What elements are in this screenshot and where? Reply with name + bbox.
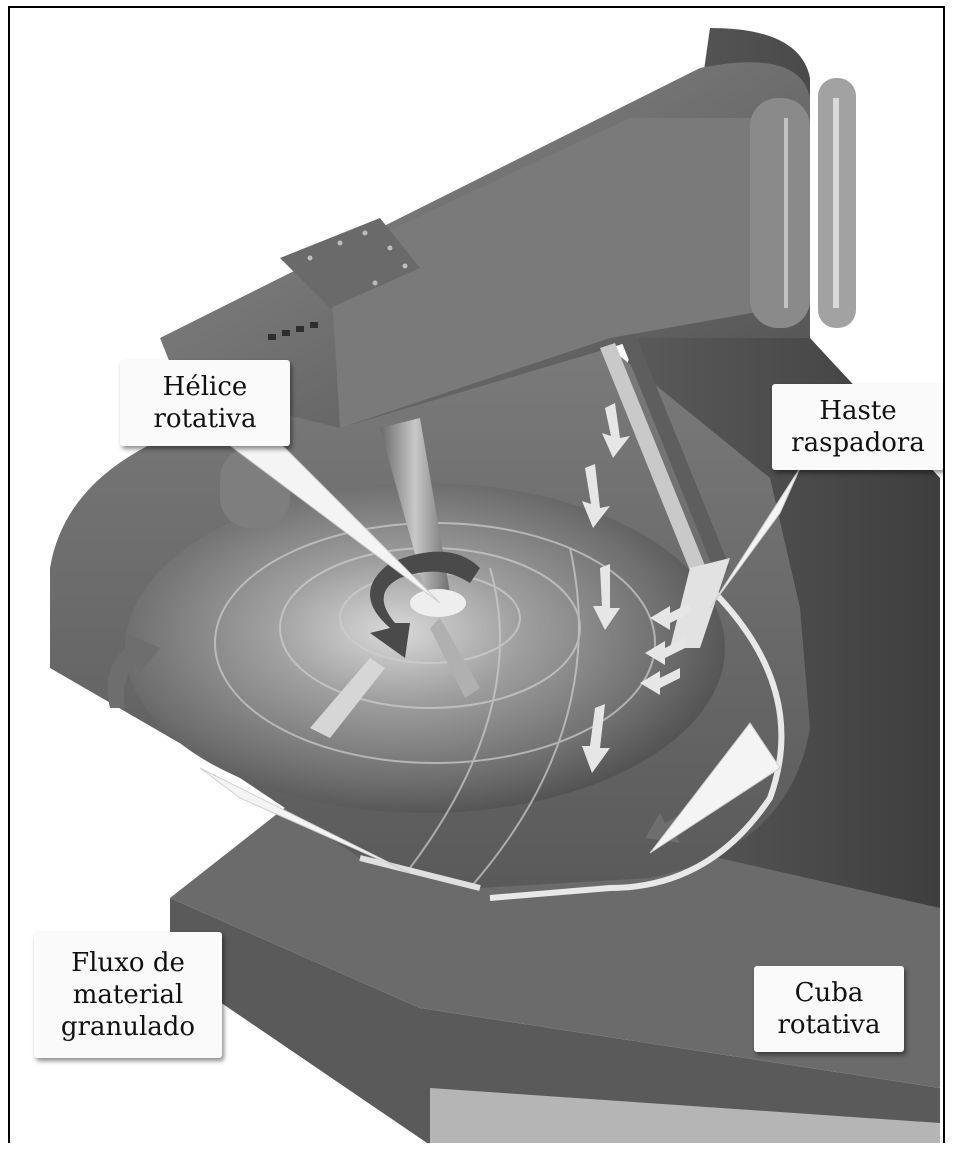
- label-line: rotativa: [778, 1009, 881, 1041]
- label-line: Hélice: [163, 371, 248, 403]
- figure-frame: Hélice rotativa Haste raspadora Fluxo de…: [8, 6, 945, 1143]
- label-line: granulado: [61, 1011, 195, 1043]
- label-fluxo-material-granulado: Fluxo de material granulado: [34, 932, 222, 1058]
- label-line: material: [73, 979, 184, 1011]
- label-line: rotativa: [154, 403, 257, 435]
- label-cuba-rotativa: Cuba rotativa: [754, 966, 904, 1052]
- label-line: Fluxo de: [71, 947, 185, 979]
- label-line: Cuba: [795, 977, 864, 1009]
- label-helice-rotativa: Hélice rotativa: [120, 360, 290, 446]
- label-haste-raspadora: Haste raspadora: [772, 384, 944, 470]
- label-line: raspadora: [791, 427, 925, 459]
- label-line: Haste: [819, 395, 896, 427]
- motor-cylinder: [750, 98, 810, 328]
